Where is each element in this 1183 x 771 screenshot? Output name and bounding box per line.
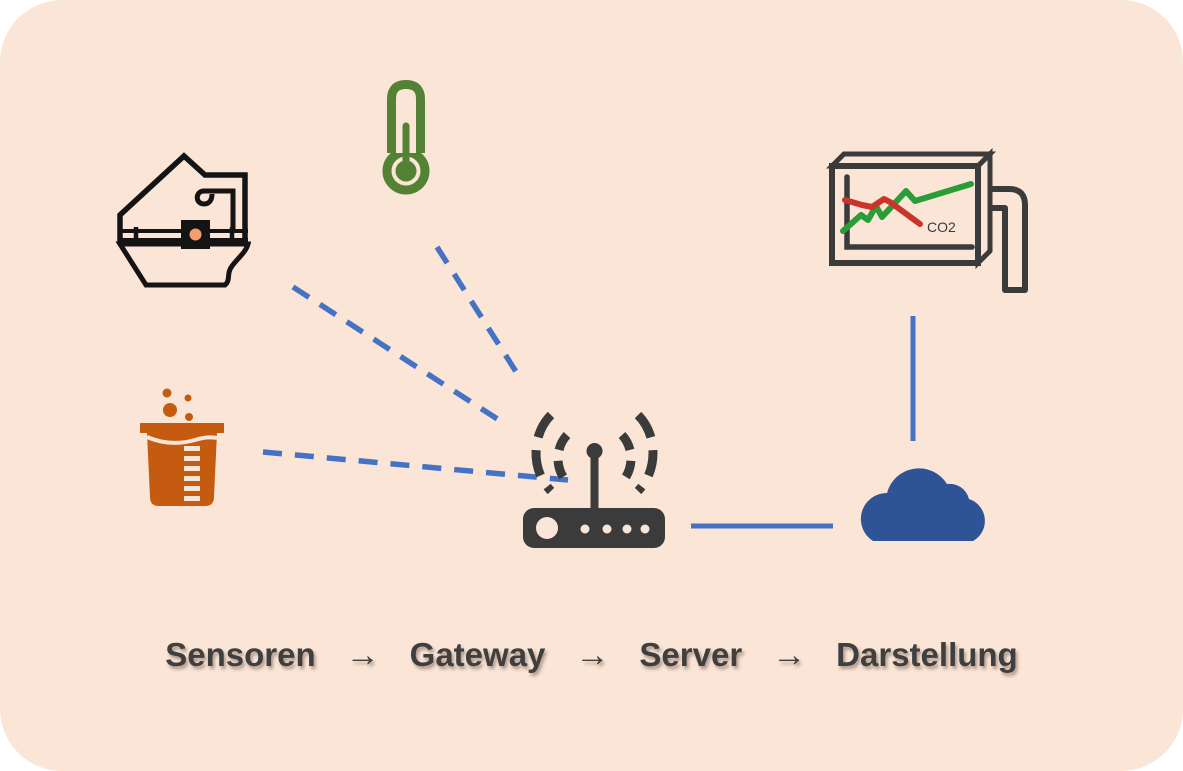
router-antenna xyxy=(590,451,599,511)
caption-step-server: Server xyxy=(639,636,743,673)
flow-arrow-icon: → xyxy=(575,635,610,674)
beaker-liquid-wave xyxy=(146,435,218,445)
printer-nozzle-dot xyxy=(189,228,202,241)
router-body xyxy=(523,508,665,548)
thermometer-bulb-fill xyxy=(395,160,417,182)
beaker-bubble xyxy=(185,413,193,421)
router-ports xyxy=(580,524,650,534)
display-mount-arm xyxy=(988,186,1028,293)
beaker-bubble xyxy=(162,388,172,398)
chart-line-red-falling xyxy=(842,196,923,227)
beaker-bubble xyxy=(184,394,192,402)
cloud-server-icon xyxy=(860,468,985,541)
co2-label: CO2 xyxy=(927,219,956,235)
display-screen xyxy=(829,163,981,266)
beaker-scale-ticks xyxy=(184,446,200,501)
wifi-signal-arcs xyxy=(531,411,658,495)
beaker-sensor-icon xyxy=(140,388,224,506)
cloud-shape xyxy=(860,468,985,541)
chart-display-icon: CO2 xyxy=(825,147,1028,293)
wifi-gateway-icon xyxy=(523,411,665,548)
printer-outline xyxy=(117,152,248,244)
flow-arrow-icon: → xyxy=(345,635,380,674)
thermometer-sensor-icon xyxy=(382,79,430,195)
beaker-bubble xyxy=(163,403,177,417)
printer-sensor-icon xyxy=(115,152,252,288)
thermometer-stem xyxy=(387,79,425,153)
caption-step-darstellung: Darstellung xyxy=(836,636,1018,673)
router-antenna-tip xyxy=(586,443,603,459)
caption-step-sensoren: Sensoren xyxy=(165,636,316,673)
flow-arrow-icon: → xyxy=(772,635,807,674)
beaker-rim xyxy=(140,423,224,433)
connection-printer-to-gateway xyxy=(291,284,504,425)
flow-caption: Sensoren → Gateway → Server → Darstellun… xyxy=(0,628,1183,682)
connection-thermometer-to-gateway xyxy=(434,245,523,380)
printer-arm-hook xyxy=(194,188,236,231)
co2-chart-lines xyxy=(840,181,974,234)
chart-line-green-rising xyxy=(840,181,974,234)
printer-hull xyxy=(115,241,252,288)
caption-step-gateway: Gateway xyxy=(409,636,546,673)
router-light xyxy=(536,517,558,539)
